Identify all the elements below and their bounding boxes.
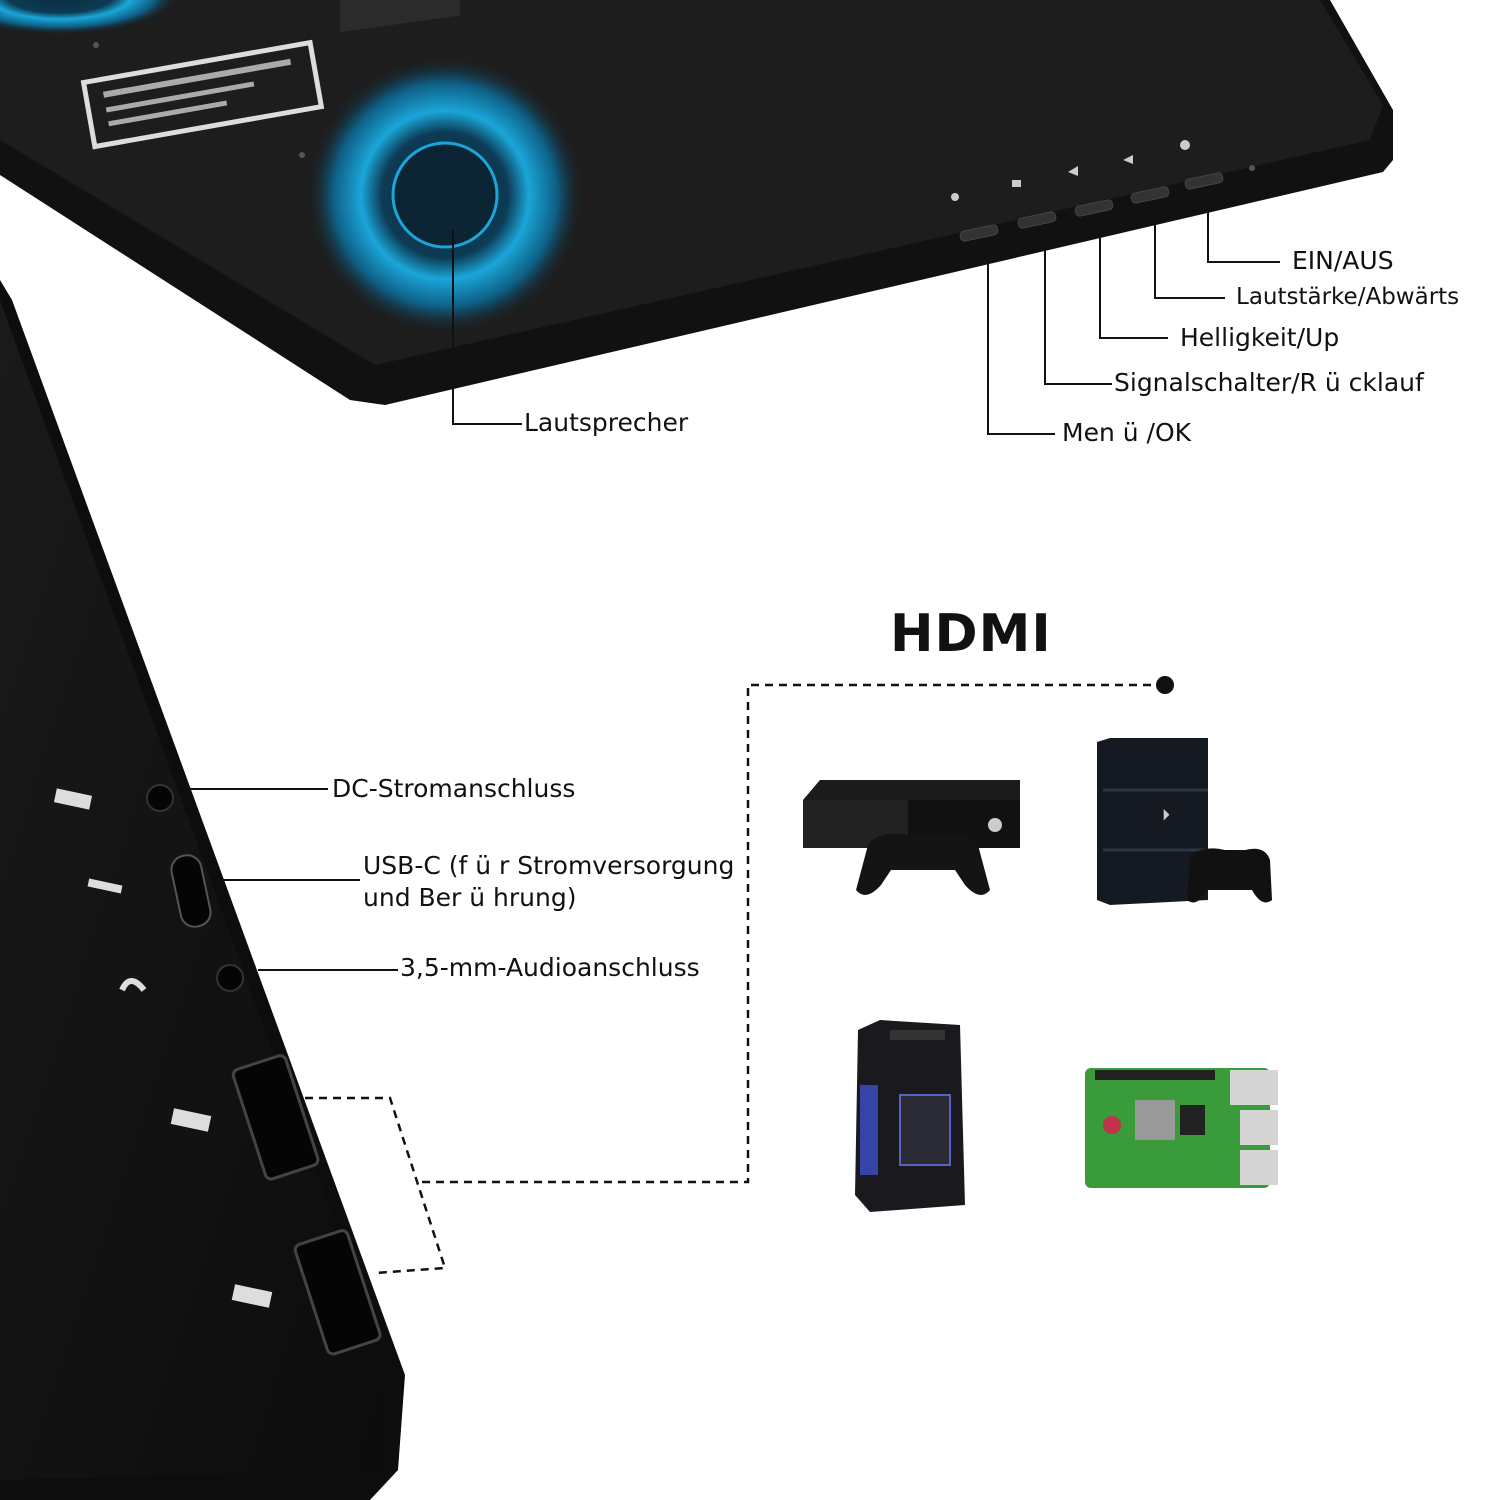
menu-ok-label: Men ü /OK xyxy=(1062,418,1192,447)
control-buttons xyxy=(959,172,1224,242)
signal-switch-label: Signalschalter/R ü cklauf xyxy=(1114,368,1424,397)
stand-slot xyxy=(340,0,460,33)
button-callout-lines xyxy=(452,195,1280,435)
signal-button[interactable] xyxy=(1017,211,1057,229)
volume-button[interactable] xyxy=(1130,186,1170,204)
power-button-label: EIN/AUS xyxy=(1292,246,1394,275)
hdmi-title: HDMI xyxy=(890,604,1052,664)
xbox-console-icon xyxy=(803,780,1020,895)
power-button[interactable] xyxy=(1184,172,1224,190)
brightness-button[interactable] xyxy=(1074,199,1114,217)
usb-c-port xyxy=(170,854,212,928)
label-sticker xyxy=(80,39,325,150)
dc-port xyxy=(146,784,174,812)
volume-down-label: Lautstärke/Abwärts xyxy=(1236,284,1460,310)
monitor-back-view xyxy=(0,0,1393,405)
usbc-port-label-line1: USB-C (f ü r Stromversorgung xyxy=(363,851,735,880)
brightness-up-label: Helligkeit/Up xyxy=(1180,323,1340,352)
hdmi-port-2 xyxy=(293,1229,382,1356)
raspberry-pi-icon xyxy=(1085,1068,1278,1188)
hdmi-connector-dot xyxy=(1156,676,1174,694)
hdmi-port-1 xyxy=(231,1054,320,1181)
audio-port xyxy=(216,964,244,992)
dc-port-label: DC-Stromanschluss xyxy=(332,774,576,803)
desktop-pc-icon xyxy=(855,1020,965,1212)
speaker-grille-left xyxy=(0,0,180,35)
speaker-label: Lautsprecher xyxy=(524,408,689,437)
svg-text:⏵: ⏵ xyxy=(1162,805,1170,824)
audio-port-label: 3,5-mm-Audioanschluss xyxy=(400,953,700,982)
playstation-console-icon: ⏵ xyxy=(1097,738,1272,905)
hdmi-connector-lines xyxy=(305,683,1165,1275)
monitor-side-view xyxy=(0,280,405,1500)
menu-button[interactable] xyxy=(959,224,999,242)
port-callout-lines xyxy=(190,788,398,971)
usbc-port-label-line2: und Ber ü hrung) xyxy=(363,883,577,912)
